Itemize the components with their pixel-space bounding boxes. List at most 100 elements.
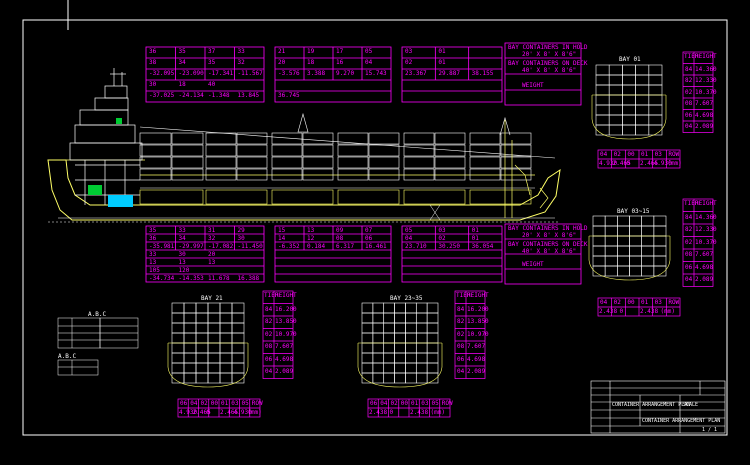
upper-table-cell: 01 — [438, 58, 446, 66]
lower-table-cell: 32 — [208, 234, 216, 242]
height-header: HEIGHT — [467, 292, 489, 299]
deck-container — [368, 144, 400, 157]
upper-table-cell: 36.745 — [278, 91, 300, 99]
tier-height: 12.330 — [695, 226, 717, 233]
row-number: 02 — [613, 151, 621, 158]
tier-number: 08 — [685, 251, 693, 258]
height-header: HEIGHT — [275, 292, 297, 299]
tier-number: 08 — [685, 100, 693, 107]
deck-container — [469, 132, 501, 145]
row-number: 02 — [613, 299, 621, 306]
lower-table-cell: 07 — [365, 226, 373, 234]
row-number: ROW — [441, 400, 453, 407]
small-note-title-1: A.B.C — [88, 311, 107, 318]
tier-table — [262, 290, 294, 379]
row-offset: 0 — [619, 308, 624, 315]
tier-number: 06 — [457, 355, 465, 363]
height-header: HEIGHT — [695, 53, 717, 60]
title-block-scale: SCALE — [683, 402, 699, 408]
upper-table-cell: -32.095 — [149, 69, 175, 77]
bay-label-bottom-mid: BAY 23~35 — [390, 295, 423, 302]
deck-container — [434, 132, 466, 145]
row-offset: (mm) — [660, 308, 675, 315]
tier-height: 4.698 — [467, 355, 486, 363]
tier-height: 2.089 — [275, 368, 294, 375]
deck-container — [337, 168, 369, 181]
upper-table-cell: 01 — [438, 47, 446, 55]
lower-table-cell: 13 — [307, 226, 315, 234]
upper-table-cell: -11.567 — [237, 69, 263, 77]
lower-table-cell: 12 — [307, 234, 315, 242]
upper-table-cell: -23.090 — [178, 69, 204, 77]
tier-number: 84 — [685, 213, 693, 221]
upper-table-cell: 15.743 — [365, 69, 387, 77]
lower-table-cell: -11.450 — [237, 242, 263, 250]
deck-container — [236, 144, 268, 157]
deck-container — [171, 156, 204, 169]
upper-table-cell: 36 — [149, 47, 157, 55]
lower-table-cell: 08 — [336, 234, 344, 242]
row-number: 01 — [641, 151, 649, 158]
lower-table-cell: 30.250 — [438, 242, 461, 250]
deck-container — [236, 156, 268, 169]
upper-table-cell: 03 — [405, 47, 413, 55]
tier-height: 12.330 — [695, 77, 717, 84]
upper-table-cell: 38.155 — [471, 69, 494, 77]
bay-section-mid-right — [588, 215, 671, 281]
deck-container — [403, 156, 435, 169]
upper-legend-line2: 20' X 8' X 8'6" — [522, 51, 577, 58]
tier-height: 4.698 — [695, 111, 714, 119]
tier-number: 08 — [265, 343, 273, 350]
tier-number: 04 — [457, 368, 465, 375]
tier-number: 82 — [685, 226, 693, 233]
lower-legend-line5: WEIGHT — [522, 261, 544, 268]
row-number: 00 — [210, 400, 218, 407]
lower-legend-line3: BAY CONTAINERS ON DECK — [508, 241, 588, 248]
hold-container — [205, 189, 268, 205]
row-number: 00 — [627, 151, 635, 158]
row-offset: 2.438 — [369, 409, 388, 416]
upper-table-cell: 37 — [208, 47, 216, 55]
row-number: 05 — [241, 400, 249, 407]
deck-container — [469, 144, 501, 157]
deck-container — [171, 144, 204, 157]
deck-container — [337, 156, 369, 169]
tier-number: 04 — [685, 123, 693, 130]
tier-height: 7.607 — [275, 343, 294, 350]
deck-container — [139, 144, 172, 157]
tier-number: 02 — [685, 88, 693, 96]
tier-number: 84 — [685, 65, 693, 73]
upper-table-cell: 23.367 — [405, 69, 427, 77]
tier-height: 10.370 — [695, 88, 717, 96]
upper-table-cell: 34 — [178, 58, 186, 66]
row-number: 00 — [627, 299, 635, 306]
deck-container — [500, 168, 532, 181]
small-note-table — [57, 317, 139, 376]
hold-container — [469, 189, 532, 205]
deck-container — [469, 156, 501, 169]
tier-header: TIER — [264, 292, 279, 299]
row-number: 01 — [641, 299, 649, 306]
tier-number: 02 — [685, 238, 693, 246]
lower-legend-line4: 40' X 8' X 8'6" — [522, 248, 577, 255]
bay-section-bottom-left — [167, 302, 249, 388]
tier-number: 82 — [457, 318, 465, 325]
row-offset: 4.930 — [179, 409, 198, 416]
tier-number: 04 — [685, 276, 693, 283]
lower-table-cell: 35 — [149, 226, 157, 234]
tier-number: 84 — [457, 305, 465, 313]
lower-table-cell: 13 — [178, 258, 186, 266]
upper-table-cell: 21 — [278, 47, 286, 55]
deck-container — [403, 132, 435, 145]
deck-container — [236, 168, 268, 181]
lower-table-cell: 105 — [149, 266, 160, 274]
title-block — [590, 380, 726, 434]
row-number: 04 — [600, 299, 608, 306]
lower-table-cell: 01 — [471, 226, 479, 234]
deck-container — [337, 144, 369, 157]
upper-table-cell: 35 — [178, 47, 186, 55]
lower-table-cell: 36 — [149, 234, 157, 242]
bay-label-mid-right: BAY 03~15 — [617, 208, 650, 215]
tank-cyan — [108, 195, 133, 207]
